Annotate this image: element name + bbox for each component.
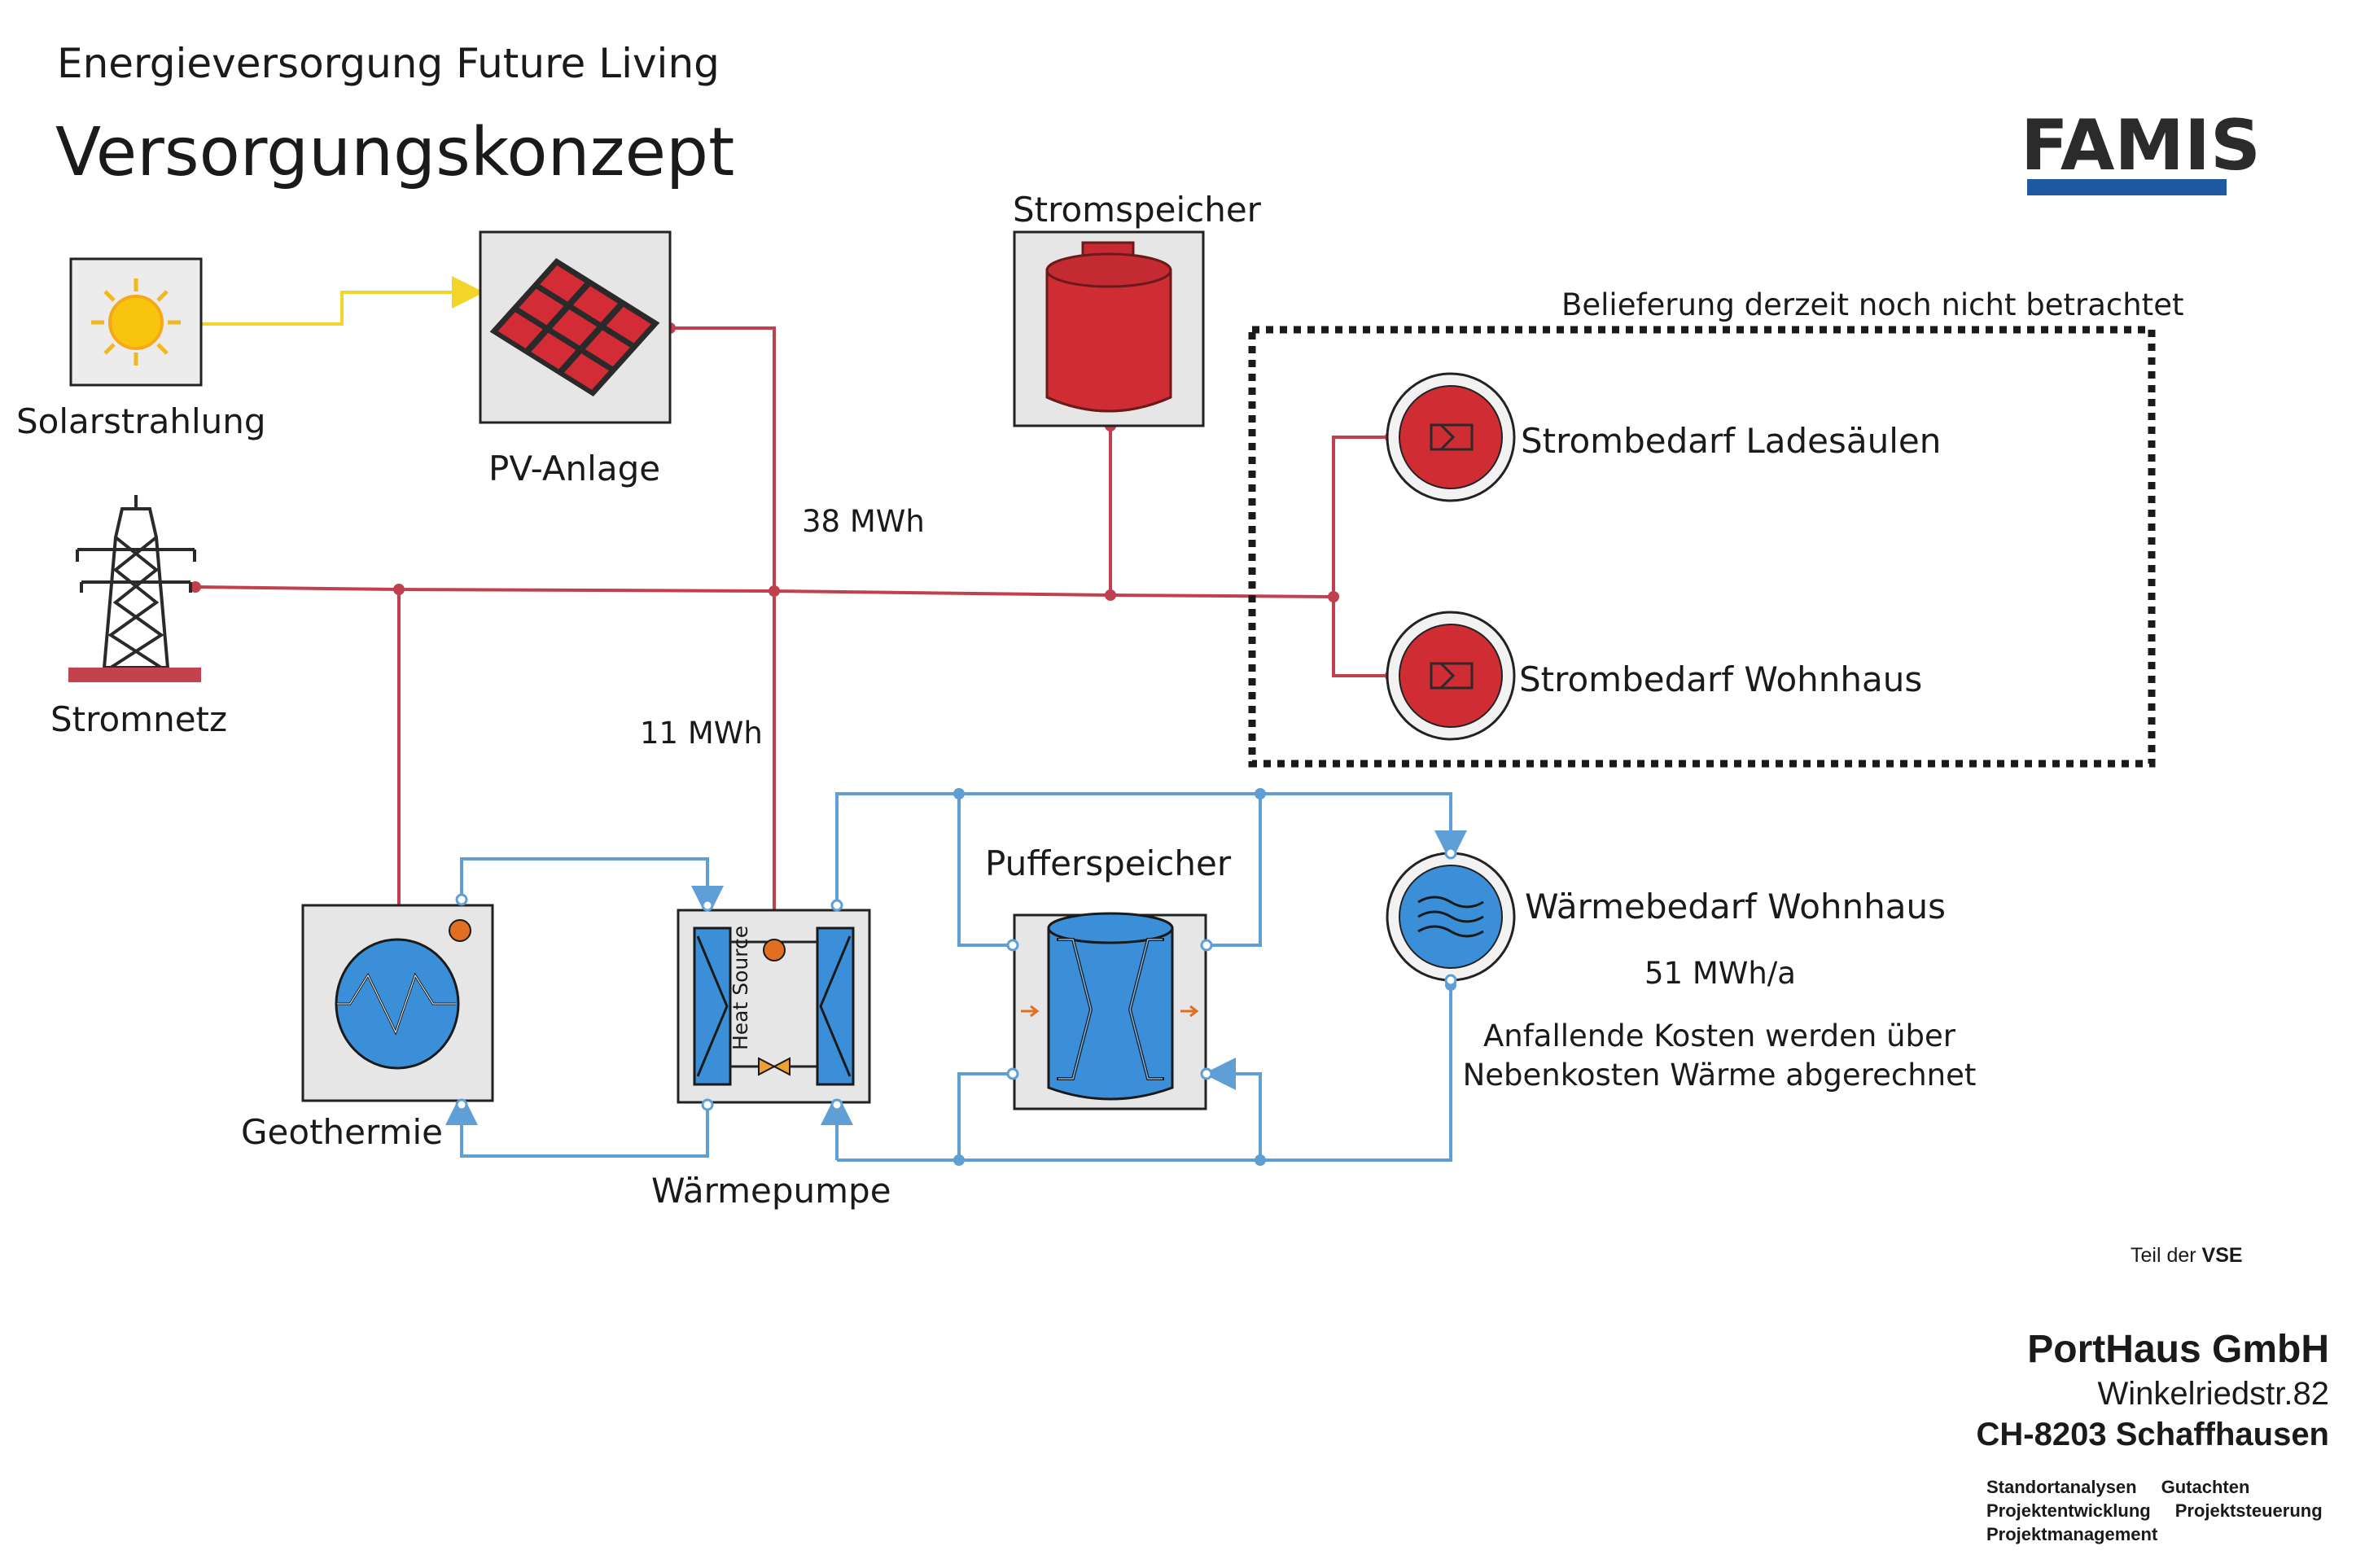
service-item: Projektentwicklung — [1986, 1500, 2151, 1521]
sun-icon — [91, 278, 181, 366]
compressor-icon — [763, 939, 786, 961]
buffer-tank-component — [1006, 912, 1213, 1110]
cost-note-line1: Anfallende Kosten werden über — [1483, 1018, 1956, 1053]
pv-component — [479, 230, 672, 424]
vse-brand: VSE — [2201, 1244, 2243, 1267]
company-street: Winkelriedstr.82 — [2097, 1376, 2329, 1412]
charging-demand-label: Strombedarf Ladesäulen — [1521, 421, 1941, 461]
logo-bar — [2027, 179, 2227, 195]
power-grid-component — [68, 495, 201, 682]
cost-note-line2: Nebenkosten Wärme abgerechnet — [1463, 1058, 1977, 1093]
heat-demand-component — [1386, 847, 1516, 987]
charging-power-line — [1332, 436, 1390, 597]
transmission-tower-icon — [76, 495, 196, 669]
house-power-demand-label: Strombedarf Wohnhaus — [1519, 659, 1922, 699]
not-considered-label: Belieferung derzeit noch nicht betrachte… — [1561, 287, 2183, 322]
pv-label: PV-Anlage — [488, 449, 660, 488]
main-power-bus — [195, 585, 1334, 598]
page-subtitle: Energieversorgung Future Living — [57, 40, 720, 87]
service-item: Projektsteuerung — [2174, 1500, 2323, 1521]
geothermal-power-line — [397, 589, 460, 933]
services-row: Projektentwicklung Projektsteuerung — [1986, 1499, 2323, 1522]
expansion-valve-icon — [758, 1057, 790, 1076]
heat-demand-label: Wärmebedarf Wohnhaus — [1525, 887, 1946, 926]
buffer-label: Pufferspeicher — [985, 843, 1232, 883]
page-title: Versorgungskonzept — [55, 114, 734, 191]
services-row: Standortanalysen Gutachten — [1986, 1475, 2323, 1499]
company-services: Standortanalysen Gutachten Projektentwic… — [1986, 1475, 2323, 1546]
heatpump-flow-value: 11 MWh — [640, 716, 763, 751]
heat-lines — [445, 792, 1467, 1162]
battery-storage-component — [1013, 230, 1205, 427]
grid-base — [68, 668, 201, 682]
vse-affiliation: Teil der VSE — [2131, 1244, 2243, 1268]
consumer-plug-icon — [1430, 423, 1474, 451]
heat-wave-icon — [1417, 896, 1484, 938]
solar-line — [201, 276, 484, 326]
heatpump-inner-label: Heat Source — [729, 926, 752, 1050]
solar-panel-icon — [489, 257, 660, 397]
grid-label: Stromnetz — [50, 699, 227, 739]
famis-logo: FAMIS — [2021, 105, 2261, 195]
not-considered-boundary — [1248, 326, 2156, 768]
electric-nodes — [190, 322, 1396, 681]
globe-exchanger-icon — [335, 919, 471, 1070]
consumer-plug-icon — [1430, 662, 1474, 690]
geothermal-component — [301, 893, 494, 1111]
company-name: PortHaus GmbH — [2027, 1328, 2329, 1371]
vse-prefix: Teil der — [2131, 1244, 2202, 1267]
service-item: Gutachten — [2161, 1477, 2250, 1497]
battery-icon — [1045, 241, 1172, 413]
service-item: Standortanalysen — [1986, 1477, 2137, 1497]
storage-label: Stromspeicher — [1013, 190, 1262, 230]
heatpump-label: Wärmepumpe — [651, 1171, 891, 1211]
solar-label: Solarstrahlung — [16, 401, 266, 441]
service-item: Projektmanagement — [1986, 1524, 2158, 1544]
solar-component — [69, 257, 203, 387]
logo-text: FAMIS — [2021, 105, 2261, 186]
house-power-line — [1332, 597, 1390, 677]
house-power-demand-component — [1386, 611, 1516, 741]
charging-demand-component — [1386, 372, 1516, 502]
geothermal-label: Geothermie — [241, 1112, 443, 1152]
heat-demand-value: 51 MWh/a — [1644, 956, 1796, 991]
pv-flow-value: 38 MWh — [802, 504, 925, 539]
company-city: CH-8203 Schaffhausen — [1976, 1417, 2329, 1452]
heat-pump-component: Heat Source — [677, 899, 871, 1111]
services-row: Projektmanagement — [1986, 1522, 2323, 1546]
pv-power-line — [670, 326, 776, 591]
